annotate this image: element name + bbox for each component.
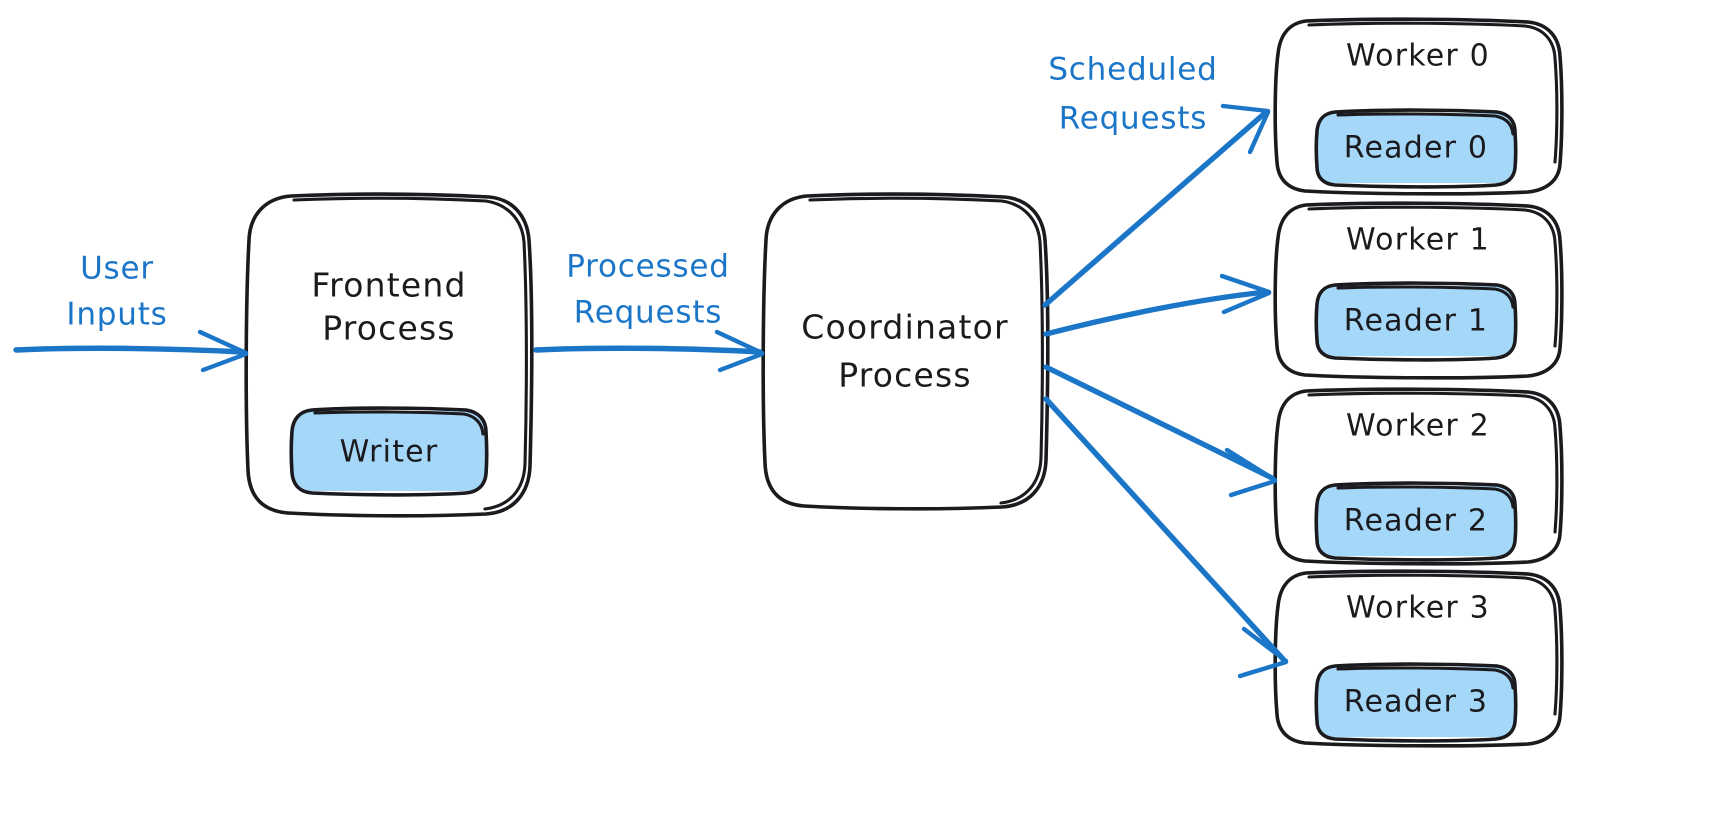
reader-0-label: Reader 0 [1344, 131, 1488, 166]
node-frontend-process[interactable]: Frontend Process Writer [244, 192, 534, 518]
node-worker-2[interactable]: Worker 2 Reader 2 [1273, 387, 1564, 566]
edge-user-inputs: User Inputs [13, 251, 249, 373]
node-worker-0[interactable]: Worker 0 Reader 0 [1273, 17, 1564, 196]
frontend-process-label-line1: Frontend [311, 266, 466, 305]
node-worker-1[interactable]: Worker 1 Reader 1 [1273, 201, 1564, 380]
processed-requests-label-line1: Processed [566, 249, 730, 285]
edge-processed-requests: Processed Requests [533, 249, 765, 373]
coordinator-process-label-line1: Coordinator [801, 308, 1009, 347]
worker-1-label: Worker 1 [1346, 223, 1490, 258]
coordinator-process-label-line2: Process [838, 356, 972, 395]
scheduled-requests-label-line1: Scheduled [1048, 52, 1217, 88]
reader-2-label: Reader 2 [1344, 504, 1488, 539]
edge-scheduled-requests: Scheduled Requests [1042, 52, 1289, 679]
reader-3-label: Reader 3 [1344, 685, 1488, 720]
node-reader-2[interactable]: Reader 2 [1314, 481, 1518, 562]
node-reader-0[interactable]: Reader 0 [1314, 108, 1518, 189]
worker-0-label: Worker 0 [1346, 39, 1490, 74]
node-worker-3[interactable]: Worker 3 Reader 3 [1273, 569, 1564, 748]
reader-1-label: Reader 1 [1344, 304, 1488, 339]
writer-label: Writer [340, 435, 439, 470]
processed-requests-label-line2: Requests [574, 295, 722, 331]
frontend-process-label-line2: Process [322, 309, 456, 348]
node-coordinator-process[interactable]: Coordinator Process [761, 192, 1050, 511]
user-inputs-label-line2: Inputs [66, 297, 167, 333]
worker-3-label: Worker 3 [1346, 591, 1490, 626]
scheduled-requests-label-line2: Requests [1059, 101, 1207, 137]
worker-2-label: Worker 2 [1346, 409, 1490, 444]
node-writer[interactable]: Writer [289, 406, 489, 497]
user-inputs-label-line1: User [80, 251, 154, 287]
node-reader-3[interactable]: Reader 3 [1314, 662, 1518, 743]
node-reader-1[interactable]: Reader 1 [1314, 281, 1518, 362]
